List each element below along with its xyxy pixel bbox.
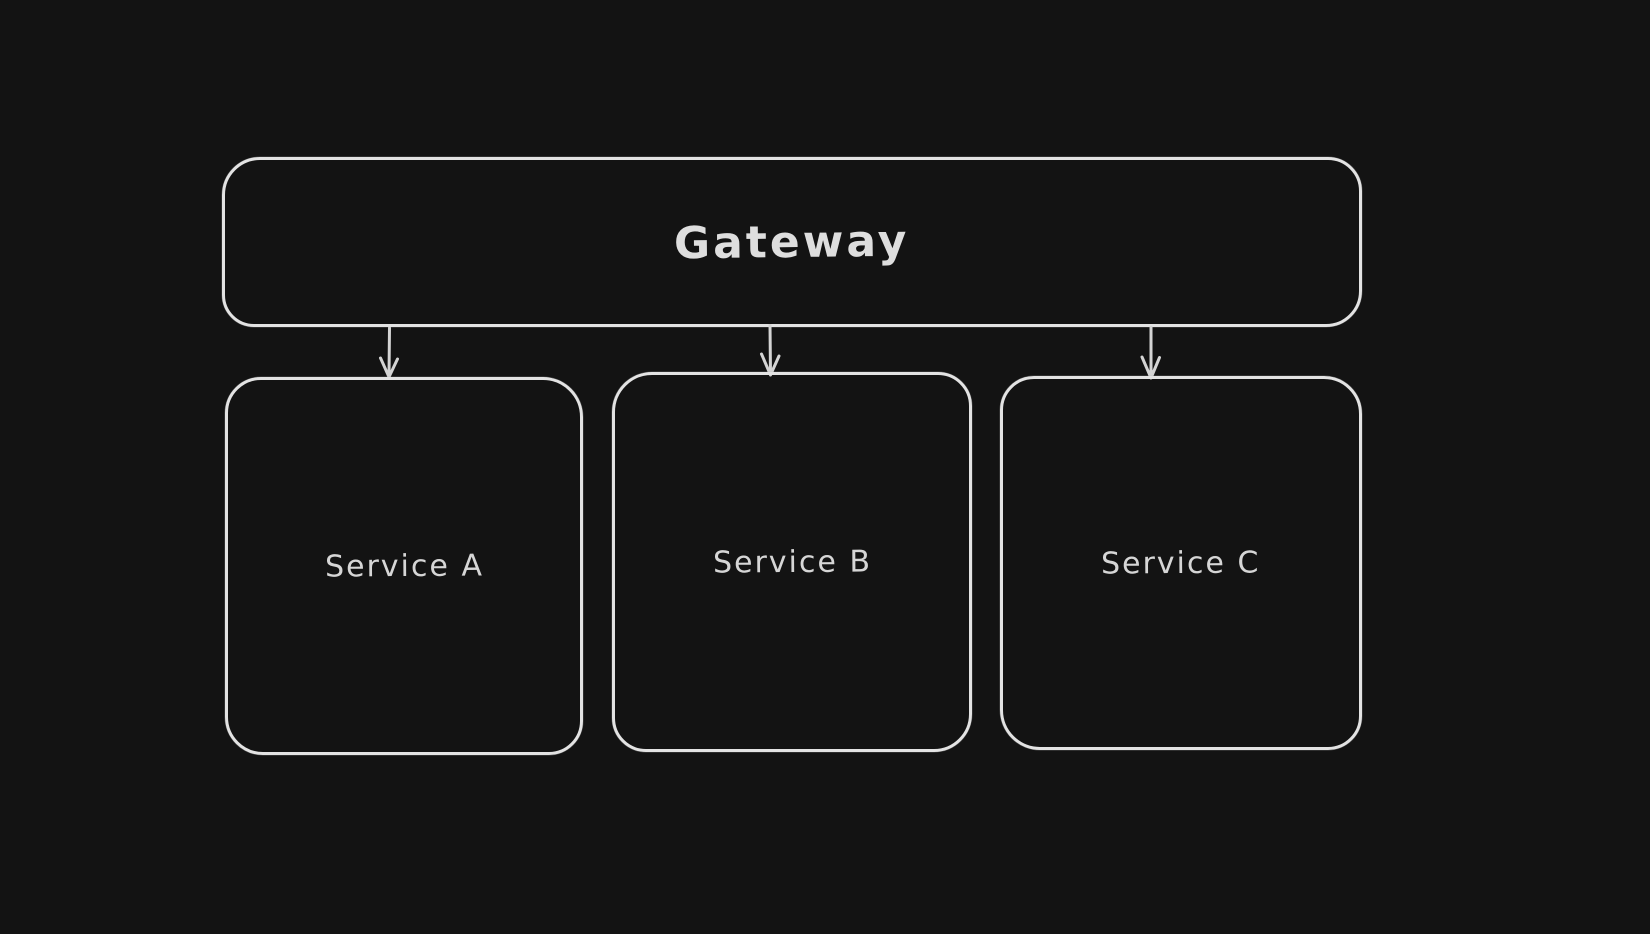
arrow-down-icon — [760, 324, 781, 377]
arrow-down-icon — [379, 327, 399, 379]
node-service-b[interactable]: Service B — [612, 372, 972, 752]
arrow-gateway-to-service-c[interactable] — [1136, 326, 1166, 380]
node-service-a[interactable]: Service A — [225, 377, 583, 755]
node-service-b-label: Service B — [712, 543, 872, 581]
arrow-gateway-to-service-a[interactable] — [374, 327, 404, 381]
arrow-gateway-to-service-b[interactable] — [755, 324, 785, 378]
arrow-down-icon — [1140, 326, 1161, 380]
node-service-c-label: Service C — [1101, 544, 1261, 582]
node-gateway[interactable]: Gateway — [222, 157, 1362, 327]
node-service-a-label: Service A — [324, 547, 484, 585]
node-gateway-label: Gateway — [674, 215, 910, 269]
node-service-c[interactable]: Service C — [1000, 376, 1362, 750]
